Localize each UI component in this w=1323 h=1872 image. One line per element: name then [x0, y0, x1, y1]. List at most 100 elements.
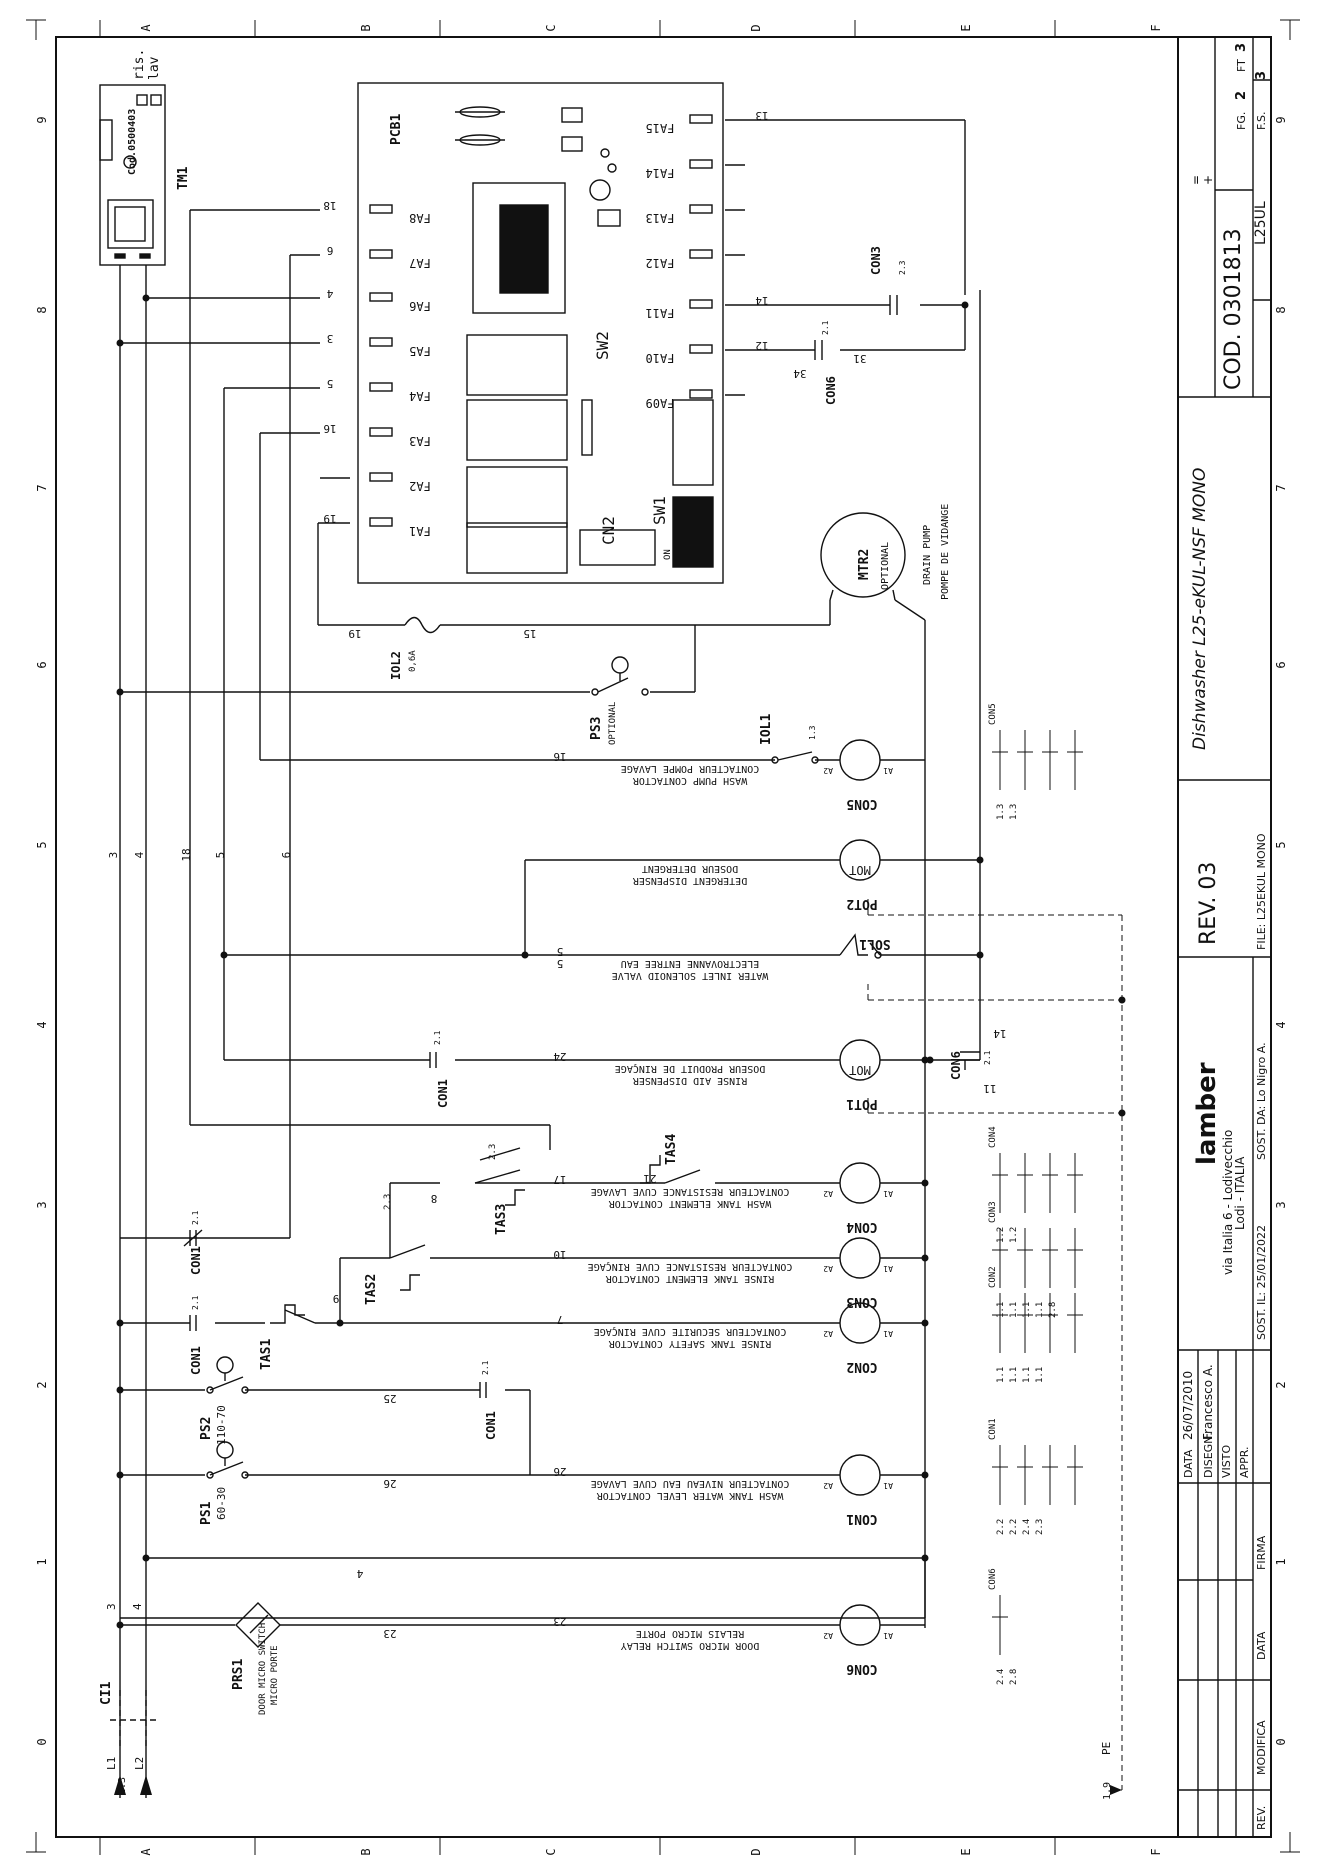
- tas1-tag: TAS1: [259, 1339, 274, 1370]
- load-ref-con5-1: 1.3: [1009, 804, 1019, 820]
- pcb-left-wire-1: 6: [327, 244, 334, 257]
- load-desc-en-con5: WASH PUMP CONTACTOR: [632, 775, 747, 786]
- prs1-desc-fr: MICRO PORTE: [270, 1645, 280, 1705]
- zone-col-top-E: E: [959, 24, 973, 31]
- contactor-ref-contact: [992, 1228, 1008, 1288]
- company-address-1: via Italia 6 - Lodivecchio: [1221, 1130, 1235, 1275]
- iol1-tag: IOL1: [759, 714, 774, 745]
- load-ref-con4-1: 1.2: [1009, 1227, 1019, 1243]
- contactor-ref-contact: [1042, 1445, 1058, 1505]
- ps3-note: OPTIONAL: [608, 702, 618, 745]
- load-desc-en-pot1: RINSE AID DISPENSER: [632, 1075, 747, 1086]
- line2-label: L2: [133, 1757, 146, 1770]
- coil-a1-con3: A1: [883, 1264, 893, 1273]
- tas3-contact: 2.3: [488, 1144, 498, 1160]
- con1-contact-tag-d: CON1: [436, 1079, 450, 1108]
- zone-col-top-D: D: [749, 24, 763, 31]
- supply-breaker: [110, 1690, 156, 1750]
- pcb-terminal-fa4: FA4: [409, 389, 431, 403]
- load-desc-fr-con1: CONTACTEUR NIVEAU EAU CUVE LAVAGE: [591, 1478, 790, 1489]
- wire-number-7: 26: [383, 1477, 396, 1490]
- load-tag-con2: CON2: [846, 1359, 877, 1374]
- data-label: DATA: [1182, 1449, 1195, 1478]
- load-ref-con6-1: 2.8: [1009, 1669, 1019, 1685]
- load-desc-fr-pot1: DOSEUR PRODUIT DE RINÇAGE: [615, 1063, 766, 1074]
- pot-mot-pot1: MOT: [849, 1063, 871, 1077]
- load-ref-tag-con4: CON4: [988, 1126, 998, 1148]
- wire-number-5: 4: [356, 1567, 363, 1580]
- con6-contact-tag-b: CON6: [949, 1051, 963, 1080]
- fs-label: F.S.: [1255, 111, 1268, 130]
- contactor-ref-contact: [1042, 1293, 1058, 1353]
- wire-number-10: 8: [431, 1192, 438, 1205]
- timer-label-lav: lav: [147, 56, 162, 80]
- contactor-reference-lines: [992, 730, 1083, 1655]
- contactor-ref-contact: [992, 1153, 1008, 1213]
- zone-row-left-0: 0: [35, 1738, 49, 1745]
- ps1-range: 60-30: [215, 1487, 228, 1520]
- pcb-terminal-fa11: FA11: [646, 306, 675, 320]
- pcb-terminal-fa14: FA14: [646, 166, 675, 180]
- contactor-ref-contact: [992, 1595, 1008, 1655]
- con1-contact-ref-c: 2.1: [481, 1360, 490, 1375]
- zone-col-bottom-C: C: [544, 1848, 558, 1855]
- tas3-tag: TAS3: [494, 1204, 509, 1235]
- load-ref-con1-2: 2.4: [1022, 1519, 1032, 1535]
- sheet-border: [26, 19, 1300, 1853]
- load-tag-con1: CON1: [846, 1511, 877, 1526]
- load-tag-pot1: POT1: [846, 1096, 877, 1111]
- company-logo: lamber: [1192, 1062, 1222, 1165]
- breaker-label: CI1: [99, 1681, 114, 1705]
- coil-a2-con6: A2: [823, 1631, 833, 1640]
- timer-tag: TM1: [176, 166, 191, 190]
- coil-a2-con3: A2: [823, 1264, 833, 1273]
- mtr2-tag: MTR2: [857, 549, 872, 580]
- load-ref-tag-con6: CON6: [988, 1568, 998, 1590]
- contactor-ref-contact: [1042, 1228, 1058, 1288]
- zone-row-left-1: 1: [35, 1558, 49, 1565]
- load-wire-con1: 26: [553, 1465, 566, 1478]
- wiring: [119, 119, 981, 1798]
- drawing-title: Dishwasher L25-eKUL-NSF MONO: [1190, 468, 1210, 750]
- junction-dots: [116, 294, 1126, 1629]
- wire-number-16: 31: [853, 352, 866, 365]
- load-wire-con2: 7: [557, 1313, 564, 1326]
- wire-number-18: 14: [993, 1027, 1007, 1040]
- load-ref-con2-0: 1.1: [996, 1367, 1006, 1383]
- load-ref-con3-4: 2.8: [1048, 1302, 1058, 1318]
- zone-row-left-6: 6: [35, 661, 49, 668]
- load-wire-con4: 17: [553, 1173, 566, 1186]
- pcb-terminal-fa2: FA2: [409, 479, 431, 493]
- pcb-left-wire-7: 19: [323, 512, 336, 525]
- rail-wire-3: 3: [105, 1603, 118, 1610]
- pe-label: PE: [1100, 1742, 1113, 1755]
- wire-number-8: 23: [383, 1627, 396, 1640]
- load-desc-en-con2: RINSE TANK SAFETY CONTACTOR: [608, 1338, 772, 1349]
- zone-row-right-6: 6: [1274, 661, 1288, 668]
- tas2-tag: TAS2: [364, 1274, 379, 1305]
- load-tag-con3: CON3: [846, 1294, 877, 1309]
- fs-value: 3: [1254, 71, 1269, 80]
- rail-wire-4: 4: [131, 1603, 144, 1610]
- load-tag-con6: CON6: [846, 1661, 877, 1676]
- zone-row-right-4: 4: [1274, 1021, 1288, 1028]
- coil-a1-con2: A1: [883, 1329, 893, 1338]
- revision: REV. 03: [1196, 862, 1221, 945]
- load-desc-fr-con6: RELAIS MICRO PORTE: [636, 1628, 744, 1639]
- zone-row-left-8: 8: [35, 306, 49, 313]
- load-tag-pot2: POT2: [846, 896, 877, 911]
- zone-row-right-9: 9: [1274, 116, 1288, 123]
- load-ref-con1-1: 2.2: [1009, 1519, 1019, 1535]
- load-wire-pot1: 24: [553, 1050, 567, 1063]
- load-ref-con2-2: 1.1: [1022, 1367, 1032, 1383]
- zone-row-right-8: 8: [1274, 306, 1288, 313]
- zone-row-left-2: 2: [35, 1381, 49, 1388]
- cn2-label: CN2: [599, 516, 618, 545]
- tas4-tag: TAS4: [664, 1134, 679, 1165]
- wire-number-4: 6: [280, 852, 293, 859]
- disegn-value: Francesco A.: [1201, 1364, 1215, 1440]
- load-ref-con5-0: 1.3: [996, 804, 1006, 820]
- pcb-terminal-fa12: FA12: [646, 256, 675, 270]
